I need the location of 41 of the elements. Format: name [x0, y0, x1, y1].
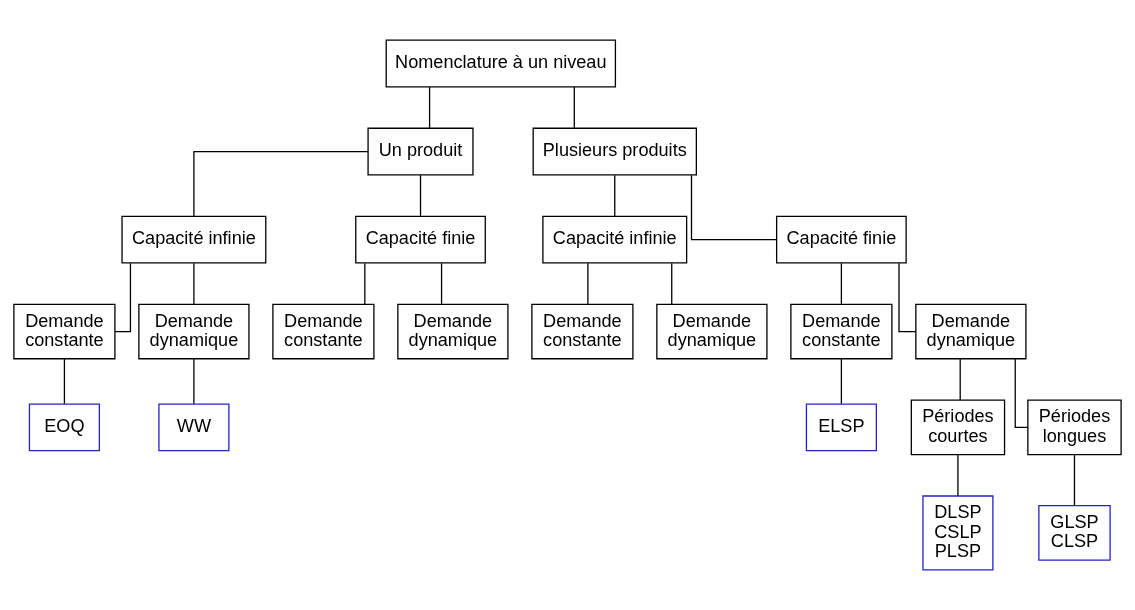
- connector: [193, 262, 195, 305]
- connector: [840, 358, 843, 405]
- node-box: Un produit: [367, 127, 474, 176]
- node-box: Demande constante: [531, 303, 634, 360]
- connector: [63, 358, 66, 405]
- connector: [428, 86, 431, 129]
- node-box: Demande dynamique: [138, 303, 250, 360]
- connector: [587, 262, 589, 305]
- node-box: WW: [158, 403, 230, 452]
- connector: [573, 86, 575, 129]
- node-box: Demande dynamique: [656, 303, 768, 360]
- connector: [440, 262, 443, 305]
- connector: [193, 150, 369, 217]
- node-box: ELSP: [805, 403, 877, 452]
- node-box: Demande constante: [790, 303, 893, 360]
- node-box: DLSP CSLP PLSP: [922, 495, 994, 571]
- node-box: Périodes courtes: [910, 399, 1006, 456]
- node-box: GLSP CLSP: [1038, 505, 1111, 561]
- node-box: Plusieurs produits: [532, 127, 697, 176]
- node-box: Capacité finie: [776, 215, 907, 264]
- connector: [671, 262, 673, 305]
- connector: [1073, 454, 1076, 506]
- node-box: Nomenclature à un niveau: [385, 39, 617, 88]
- node-box: Demande dynamique: [915, 303, 1027, 360]
- connector: [419, 174, 422, 217]
- node-box: Demande constante: [272, 303, 375, 360]
- connector: [957, 454, 959, 497]
- node-box: EOQ: [28, 403, 100, 452]
- node-box: Demande constante: [13, 303, 116, 360]
- connector: [840, 262, 843, 305]
- connector: [959, 358, 961, 401]
- node-box: Périodes longues: [1027, 399, 1122, 456]
- node-box: Capacité infinie: [121, 215, 267, 264]
- connector: [898, 262, 917, 333]
- connector: [690, 174, 778, 241]
- connector: [193, 358, 195, 405]
- node-box: Capacité finie: [355, 215, 486, 264]
- connector: [614, 174, 616, 217]
- node-box: Capacité infinie: [542, 215, 688, 264]
- node-box: Demande dynamique: [397, 303, 509, 360]
- connector: [364, 262, 366, 305]
